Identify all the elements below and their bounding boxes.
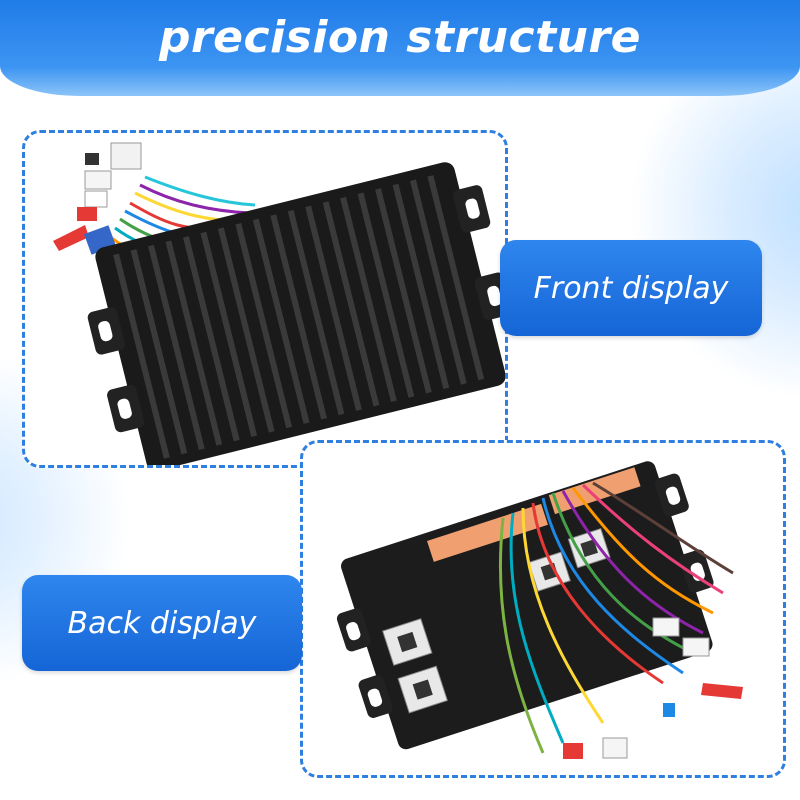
back-display-panel	[300, 440, 786, 778]
front-display-label: Front display	[500, 240, 762, 336]
back-controller-image	[336, 461, 743, 759]
back-display-label: Back display	[22, 575, 302, 671]
header-banner: precision structure	[0, 0, 800, 96]
front-controller-image	[53, 142, 505, 465]
front-display-panel	[22, 130, 508, 468]
page-title: precision structure	[158, 12, 642, 63]
